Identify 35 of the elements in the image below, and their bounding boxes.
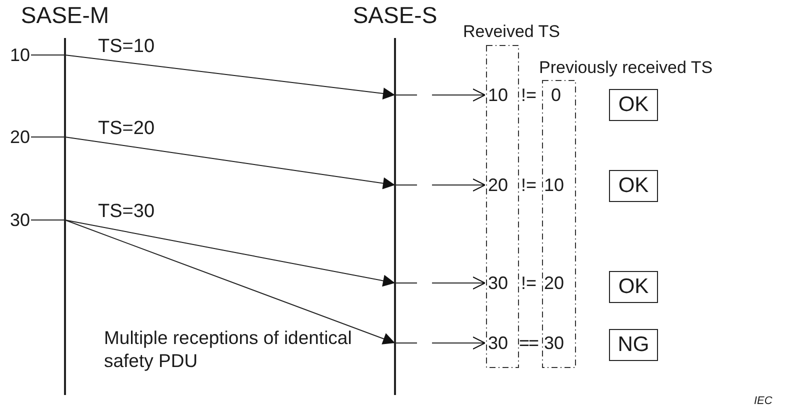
timestamp-value: 30 — [544, 332, 564, 354]
operator: != — [521, 84, 537, 106]
time-label: 20 — [10, 126, 30, 148]
result-box: OK — [609, 170, 658, 202]
message-arrow — [64, 220, 396, 344]
timestamp-value: 10 — [544, 174, 564, 196]
time-label: 30 — [10, 209, 30, 231]
arrow — [432, 178, 486, 192]
annotation-text: Multiple receptions of identical safety PDU — [104, 326, 353, 372]
tick-line — [30, 54, 66, 56]
result-box: OK — [609, 89, 658, 121]
tick-line — [30, 136, 66, 138]
lifeline-header: SASE-M — [20, 3, 110, 27]
lifeline-header: SASE-S — [352, 3, 438, 27]
operator: != — [521, 174, 537, 196]
column-header: Previously received TS — [539, 58, 713, 78]
result-box: OK — [609, 271, 658, 303]
operator: == — [519, 332, 538, 354]
message-arrow — [64, 220, 396, 287]
timestamp-value: 0 — [551, 84, 562, 106]
timestamp-value: 30 — [488, 272, 508, 294]
time-label: 10 — [10, 44, 30, 66]
message-arrow — [64, 54, 396, 100]
timestamp-value: 30 — [488, 332, 508, 354]
column-header: Reveived TS — [463, 22, 560, 42]
source-label: IEC — [754, 394, 772, 409]
timestamp-value: 10 — [488, 84, 508, 106]
result-box: NG — [609, 329, 658, 361]
timestamp-value: 20 — [488, 174, 508, 196]
timestamp-value: 20 — [544, 272, 564, 294]
arrow — [432, 88, 486, 102]
message-arrow — [64, 136, 396, 190]
operator: != — [521, 272, 537, 294]
arrow — [432, 336, 486, 350]
arrow — [432, 276, 486, 290]
